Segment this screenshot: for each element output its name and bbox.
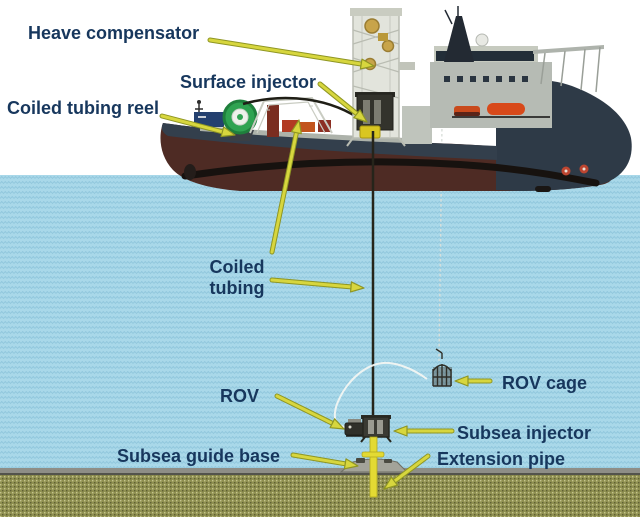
heave-compensator-sheaves: [363, 18, 395, 71]
arrow-coiled-tubing-upper: [269, 119, 302, 255]
tubing-arch: [249, 96, 333, 134]
label-heave-compensator: Heave compensator: [28, 23, 200, 43]
label-subsea-guide-base: Subsea guide base: [117, 446, 281, 466]
arrow-subsea-injector: [393, 425, 455, 437]
stern-platform: [533, 45, 604, 93]
arrow-extension-pipe: [383, 453, 431, 490]
extension-pipe-unit: [361, 436, 385, 498]
label-surface-injector: Surface injector: [180, 72, 317, 92]
label-coiled-tubing: Coiled tubing: [209, 257, 265, 298]
arrow-subsea-guide-base: [290, 452, 359, 470]
vessel: [160, 6, 632, 192]
seabed: [0, 468, 640, 517]
arrow-rov: [274, 393, 345, 430]
label-coiled-tubing-reel: Coiled tubing reel: [7, 98, 160, 118]
label-rov-cage: ROV cage: [502, 373, 588, 393]
satellite-dome: [475, 33, 489, 47]
rov: [344, 419, 365, 437]
label-subsea-injector: Subsea injector: [457, 423, 592, 443]
label-extension-pipe: Extension pipe: [437, 449, 566, 469]
surface-injector-unit: [355, 92, 395, 131]
main-mast: [444, 6, 489, 62]
arrow-surface-injector: [317, 81, 368, 123]
rov-cage: [432, 348, 452, 387]
subsea-injector-unit: [360, 415, 392, 443]
arrow-heave-compensator: [207, 37, 375, 70]
lifeboat-capsule: [487, 103, 525, 115]
label-rov: ROV: [220, 386, 260, 406]
hull-swoosh: [181, 158, 600, 187]
arrow-rov-cage: [454, 375, 493, 387]
arrow-coiled-tubing-string: [269, 277, 365, 293]
coiled-tubing-reel: [222, 99, 258, 141]
arrow-coiled-tubing-reel: [159, 113, 236, 138]
